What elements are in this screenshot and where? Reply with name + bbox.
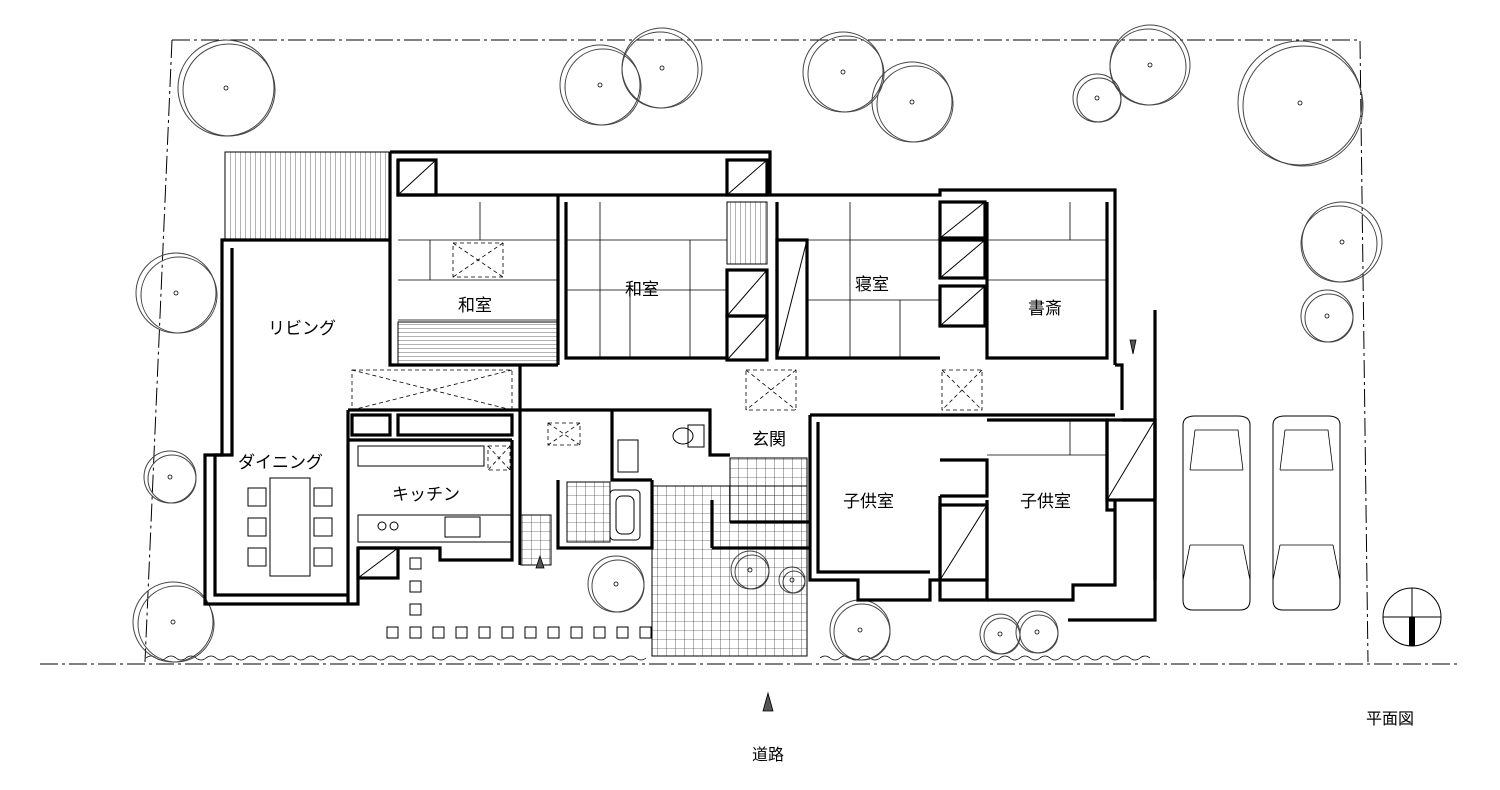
wood-deck [224,151,768,365]
hedge [145,655,1151,661]
entry-arrow-icon [762,691,774,712]
room-label-kids-room-1: 子供室 [843,492,894,512]
stepping-stones [386,557,652,639]
room-label-kids-room-2: 子供室 [1020,492,1071,512]
drawing-title: 平面図 [1366,709,1414,728]
room-label-dining: ダイニング [238,453,323,473]
car-icon [1182,415,1341,611]
site-boundary [40,39,1460,665]
kitchen-counter [357,445,513,543]
closets [350,158,1157,582]
small-arrow-icon [535,339,1137,569]
room-label-washitsu-1: 和室 [458,296,492,316]
room-label-entrance: 玄関 [752,430,786,450]
room-label-bedroom: 寝室 [855,274,889,295]
road-label: 道路 [752,745,784,764]
toilet [617,424,705,473]
room-label-study: 書斎 [1028,299,1062,319]
bathtub [609,489,641,541]
room-label-living: リビング [268,319,336,339]
dining-table [247,477,333,577]
north-arrow-icon [1382,587,1442,647]
room-label-kitchen: キッチン [392,485,460,505]
room-label-washitsu-2: 和室 [625,280,659,300]
skylights [351,242,983,471]
tiled-floor [520,457,808,657]
tatami-lines [398,202,1107,456]
